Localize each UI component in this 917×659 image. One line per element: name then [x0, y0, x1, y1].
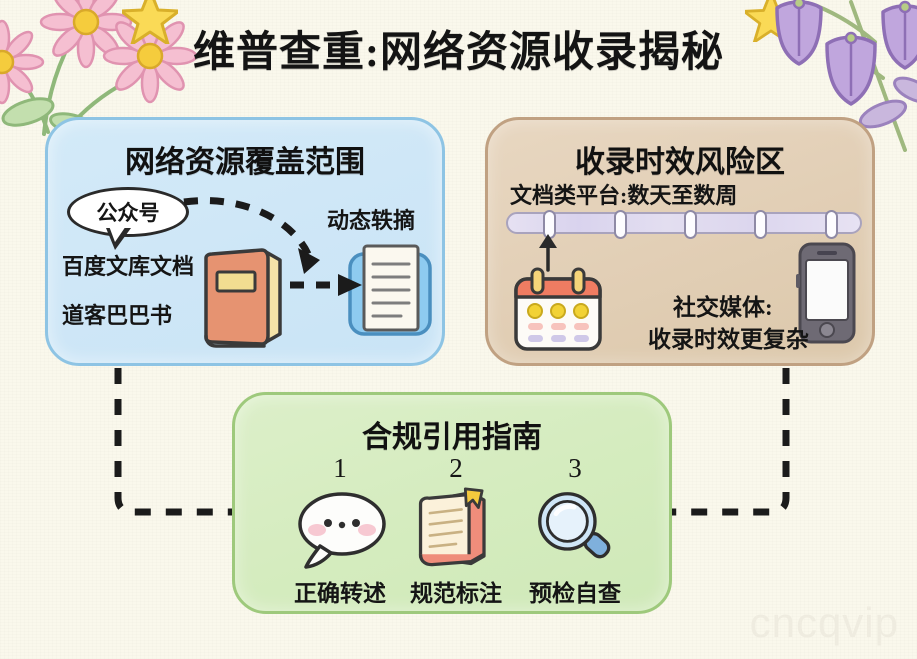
magnifier-icon [538, 492, 611, 559]
panel-guide-title: 合规引用指南 [362, 421, 542, 454]
document-page-icon [348, 244, 432, 336]
coverage-target-label: 动态轶摘 [327, 208, 416, 233]
guide-step-label: 规范标注 [410, 581, 502, 606]
coverage-item-label-daoke: 道客巴巴书 [62, 303, 173, 328]
panel-guide[interactable]: 合规引用指南 1 正确转述 2 [232, 392, 672, 614]
smartphone-icon [796, 242, 856, 344]
guide-step-3[interactable]: 3 预检自查 [510, 453, 640, 608]
guide-step-number: 2 [449, 453, 463, 483]
social-media-label-line2: 收录时效更复杂 [648, 327, 809, 352]
timeline-tick [613, 210, 627, 239]
coverage-item-label-baidu: 百度文库文档 [62, 254, 195, 279]
timeline-tick [684, 210, 697, 239]
bubble-label: 公众号 [96, 201, 160, 225]
guide-step-1[interactable]: 1 正确转述 [275, 453, 405, 608]
guide-step-2[interactable]: 2 规范标注 [391, 453, 521, 608]
timeline-tick [754, 210, 768, 239]
closed-book-icon [204, 248, 282, 348]
watermark: cncqvip [749, 599, 899, 646]
open-book-bookmark-icon-wrap [391, 486, 521, 572]
timeline-tick [824, 210, 838, 239]
timeline-bar[interactable] [506, 210, 862, 239]
social-media-label-line1: 社交媒体: [673, 295, 773, 320]
chat-bubble-face-icon [298, 492, 386, 569]
panel-coverage-title: 网络资源覆盖范围 [125, 146, 365, 179]
up-arrow-icon [539, 234, 557, 272]
panel-coverage[interactable]: 网络资源覆盖范围 公众号 百度文库文档 道客巴巴书 动态轶摘 [45, 117, 445, 366]
guide-step-label: 预检自查 [529, 581, 621, 606]
page-title: 维普查重:网络资源收录揭秘 [193, 30, 724, 76]
open-book-bookmark-icon [418, 487, 486, 567]
doc-platform-label: 文档类平台:数天至数周 [510, 183, 738, 208]
dashed-straight-arrow-icon [290, 274, 362, 296]
connector-coverage-to-guide [114, 368, 232, 516]
guide-step-label: 正确转述 [294, 581, 386, 606]
chat-bubble-face-icon-wrap [275, 486, 405, 572]
panel-risk[interactable]: 收录时效风险区 文档类平台:数天至数周 [485, 117, 875, 366]
magnifier-icon-wrap [510, 486, 640, 572]
connector-risk-to-guide [672, 368, 790, 516]
dashed-curve-arrow-icon [183, 197, 320, 274]
calendar-icon [514, 267, 602, 351]
panel-risk-title: 收录时效风险区 [575, 146, 785, 179]
speech-bubble-tail-inner-icon [109, 226, 126, 242]
guide-step-number: 1 [333, 453, 347, 483]
guide-step-number: 3 [568, 453, 582, 483]
